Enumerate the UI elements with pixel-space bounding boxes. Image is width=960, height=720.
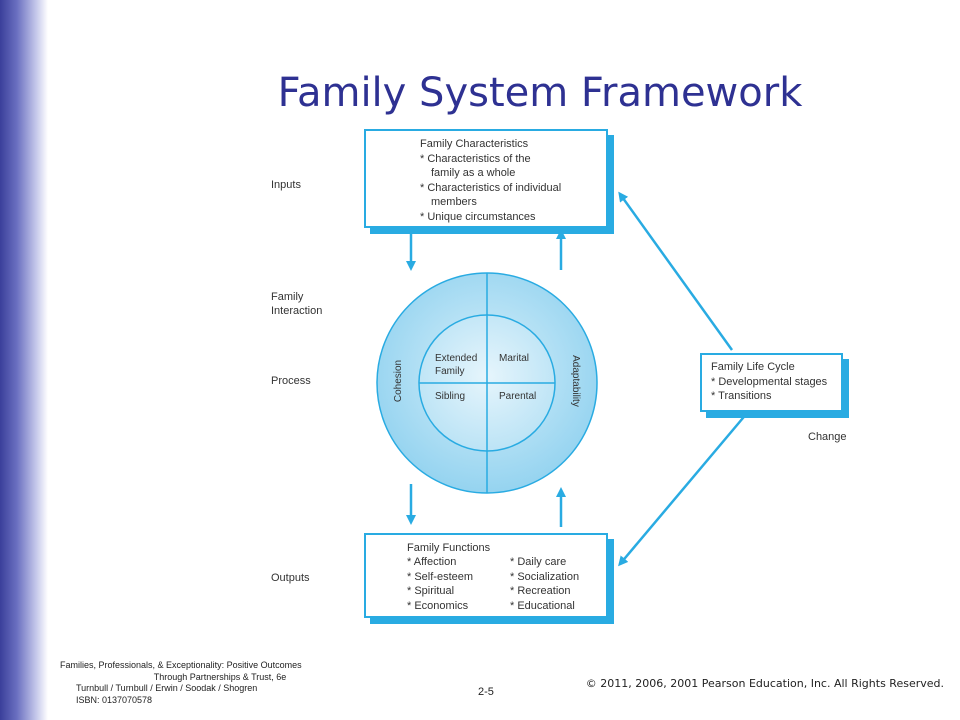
copyright-line2: All Rights Reserved. bbox=[833, 677, 944, 690]
function-item: * Economics bbox=[407, 599, 469, 612]
label-process: Process bbox=[271, 375, 311, 387]
adaptability-label: Adaptability bbox=[570, 355, 581, 407]
function-item: * Spiritual bbox=[407, 585, 455, 597]
label-family-interaction: Family Interaction bbox=[271, 290, 322, 318]
characteristics-line: * Characteristics of individual bbox=[420, 181, 562, 194]
characteristics-line: * Characteristics of the bbox=[420, 152, 531, 165]
family-life-cycle-box: Family Life Cycle * Developmental stages… bbox=[700, 353, 843, 412]
book-citation: Families, Professionals, & Exceptionalit… bbox=[60, 660, 380, 706]
copyright-notice: © 2011, 2006, 2001 Pearson Education, In… bbox=[586, 676, 944, 691]
function-item: * Daily care bbox=[510, 556, 567, 568]
family-characteristics-box: Family Characteristics * Characteristics… bbox=[364, 129, 608, 228]
citation-line2: Through Partnerships & Trust, 6e bbox=[153, 671, 287, 682]
arrow-lifecycle-to-inputs bbox=[618, 191, 734, 351]
citation-line1: Families, Professionals, & Exceptionalit… bbox=[60, 660, 302, 670]
life-cycle-line: * Developmental stages bbox=[711, 375, 828, 388]
cohesion-label: Cohesion bbox=[393, 360, 404, 402]
marital-label: Marital bbox=[499, 353, 529, 364]
page-title: Family System Framework bbox=[277, 70, 803, 116]
family-functions-right-column: * Daily care * Socialization * Recreatio… bbox=[510, 555, 579, 613]
function-item: * Affection bbox=[407, 556, 457, 568]
function-item: * Recreation bbox=[510, 585, 571, 597]
sibling-label: Sibling bbox=[435, 391, 465, 402]
arrow-lifecycle-to-outputs bbox=[618, 411, 749, 567]
page-number: 2-5 bbox=[478, 686, 494, 698]
family-functions-left-column: * Affection * Self-esteem * Spiritual * … bbox=[407, 555, 473, 613]
family-functions-heading: Family Functions bbox=[407, 542, 491, 554]
function-item: * Socialization bbox=[510, 570, 580, 583]
citation-line3: Turnbull / Turnbull / Erwin / Soodak / S… bbox=[76, 683, 258, 693]
extended-family-label-line1: Extended bbox=[435, 353, 477, 364]
side-gradient-band bbox=[0, 0, 48, 720]
function-item: * Educational bbox=[510, 599, 575, 612]
copyright-line1: © 2011, 2006, 2001 Pearson Education, In… bbox=[585, 677, 831, 690]
characteristics-line: * Unique circumstances bbox=[420, 210, 536, 223]
life-cycle-line: * Transitions bbox=[711, 390, 772, 402]
family-life-cycle-heading: Family Life Cycle bbox=[711, 361, 795, 373]
function-item: * Self-esteem bbox=[407, 570, 474, 583]
characteristics-line: family as a whole bbox=[431, 167, 516, 179]
family-characteristics-heading: Family Characteristics bbox=[420, 138, 529, 150]
citation-line4: ISBN: 0137070578 bbox=[76, 694, 153, 705]
label-family-interaction-line1: Family bbox=[271, 291, 304, 303]
label-inputs: Inputs bbox=[271, 179, 301, 191]
parental-label: Parental bbox=[499, 391, 536, 402]
label-outputs: Outputs bbox=[271, 572, 310, 584]
label-change: Change bbox=[808, 431, 847, 443]
label-family-interaction-line2: Interaction bbox=[271, 305, 323, 317]
extended-family-label-line2: Family bbox=[435, 366, 464, 377]
family-functions-box: Family Functions * Affection * Self-este… bbox=[364, 533, 608, 618]
characteristics-line: members bbox=[431, 196, 477, 208]
